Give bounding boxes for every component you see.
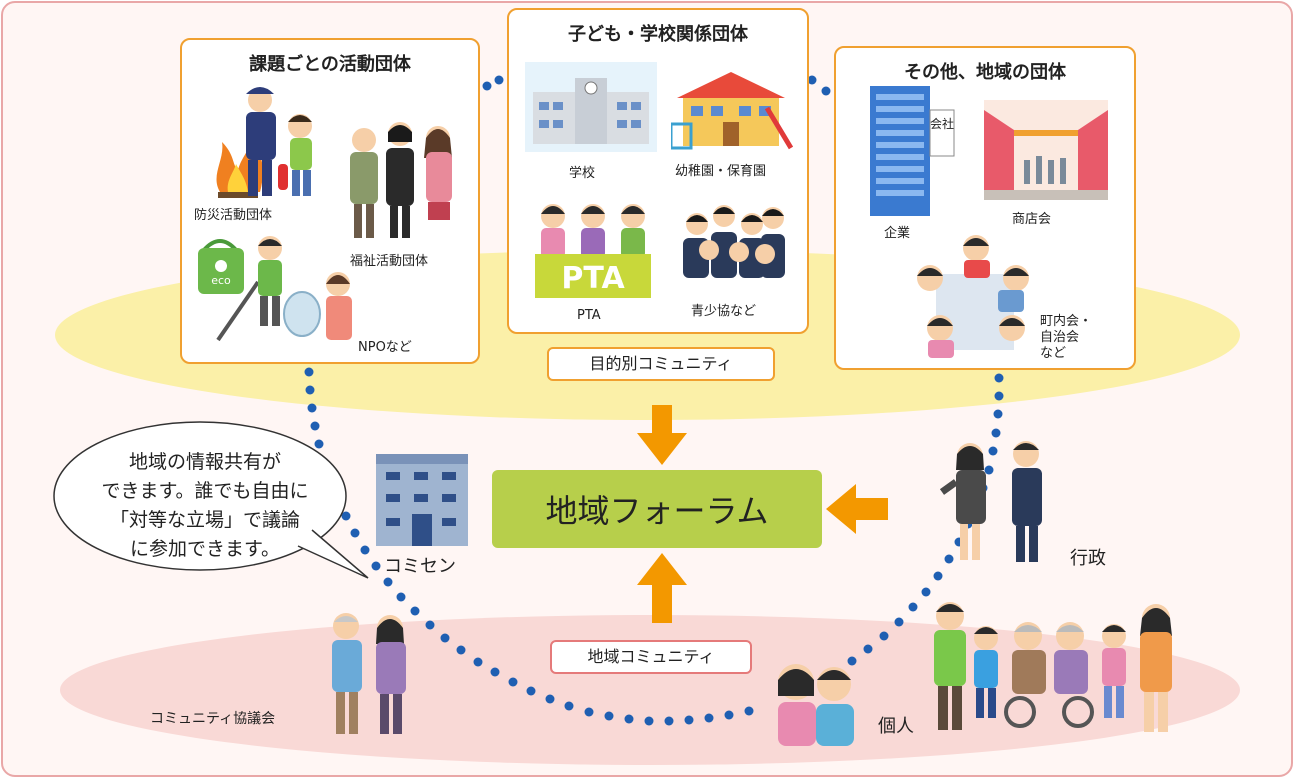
community-center-illustration [376,454,468,546]
issue-groups-box: 課題ごとの活動団体 防災活動団体 [180,38,480,364]
bubble-line-2: できます。誰でも自由に [101,480,309,502]
arrow-down-from-purpose [637,405,687,465]
government-illustration [940,441,1042,562]
individuals-couple-illustration [778,664,854,746]
local-forum-box: 地域フォーラム [492,470,822,548]
speech-bubble [53,421,369,579]
bubble-line-1: 地域の情報共有が [128,451,281,473]
community-council-label: コミュニティ協議会 [150,711,276,727]
purpose-community-tag: 目的別コミュニティ [547,347,775,381]
shopping-street-illustration [984,100,1108,200]
issue-groups-title: 課題ごとの活動団体 [249,54,411,75]
company-illustration: 会社 [870,86,955,216]
kindergarten-caption: 幼稚園・保育園 [675,164,767,179]
youth-group-caption: 青少協など [691,304,757,319]
speech-bubble-text: 地域の情報共有が できます。誰でも自由に 「対等な立場」で議論 に参加できます。 [60,448,350,564]
school-caption: 学校 [569,166,596,181]
neighborhood-caption-3: など [1040,346,1067,361]
pta-illustration: PTA [535,204,651,298]
arrow-up-from-local [637,553,687,623]
community-center-label: コミセン [384,556,456,577]
npo-group-illustration: eco [198,236,352,342]
company-sign-text: 会社 [930,116,954,131]
disaster-group-illustration [216,87,312,198]
other-groups-box: その他、地域の団体 会社 企業 商店会 [834,46,1136,370]
local-community-tag: 地域コミュニティ [550,640,752,674]
arrow-left-from-gov [826,484,888,534]
school-groups-title: 子ども・学校関係団体 [568,24,748,45]
pta-sign-text: PTA [561,261,625,296]
other-groups-title: その他、地域の団体 [904,62,1066,83]
shopping-street-caption: 商店会 [1012,212,1052,227]
neighborhood-caption-1: 町内会・ [1040,314,1093,329]
government-label: 行政 [1070,548,1106,569]
community-council-illustration [332,613,406,734]
pta-caption: PTA [577,308,601,323]
school-illustration [525,62,657,152]
welfare-group-caption: 福祉活動団体 [350,254,429,269]
neighborhood-caption-2: 自治会 [1040,330,1080,345]
youth-group-illustration [683,205,785,278]
kindergarten-illustration [671,72,793,150]
neighborhood-assoc-illustration [917,235,1029,358]
welfare-group-illustration [350,122,452,238]
disaster-group-caption: 防災活動団体 [194,208,273,223]
individuals-label: 個人 [878,716,914,737]
eco-bag-text: eco [211,274,231,287]
bubble-line-3: 「対等な立場」で議論 [109,509,300,531]
company-caption: 企業 [884,226,911,241]
local-forum-label: 地域フォーラム [545,492,769,530]
npo-group-caption: NPOなど [358,340,412,355]
bubble-line-4: に参加できます。 [129,538,281,560]
individuals-family-illustration [934,602,1172,732]
school-groups-box: 子ども・学校関係団体 学校 幼稚園・保育園 [507,8,809,334]
